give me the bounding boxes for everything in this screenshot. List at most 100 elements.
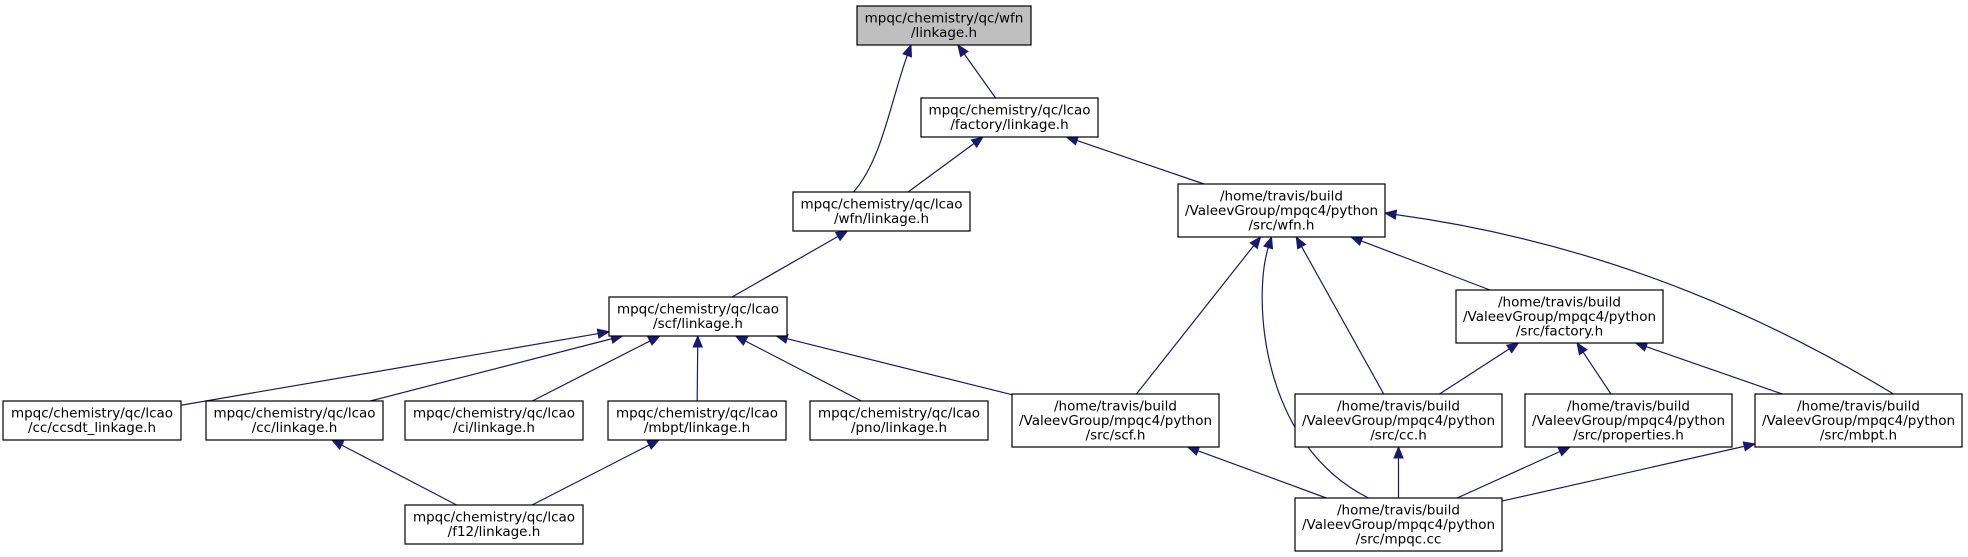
node-cc_linkage[interactable]: mpqc/chemistry/qc/lcao/cc/linkage.h	[205, 400, 384, 441]
node-label-line: /ValeevGroup/mpqc4/python	[1302, 413, 1495, 429]
node-label-line: /home/travis/build	[1220, 188, 1343, 204]
node-label-line: /src/mbpt.h	[1820, 427, 1897, 443]
node-box	[607, 400, 787, 441]
node-label-line: mpqc/chemistry/qc/lcao	[413, 510, 575, 526]
edge-lcao_wfn_linkage-to-lcao_factory_linkage	[907, 136, 985, 193]
edge-py_mpqc-to-py_properties	[1456, 446, 1572, 499]
node-label-line: mpqc/chemistry/qc/lcao	[413, 406, 575, 422]
node-box	[205, 400, 384, 441]
edge-lcao_wfn_linkage-to-wfn_linkage	[853, 43, 912, 193]
edge-mbpt_linkage-to-lcao_scf_linkage	[692, 334, 703, 402]
edge-py_scf-to-py_wfn	[1135, 235, 1262, 395]
node-label-line: /home/travis/build	[1567, 398, 1690, 414]
node-label-line: /home/travis/build	[1054, 398, 1177, 414]
node-box	[2, 400, 182, 441]
edge-py_properties-to-py_factory	[1576, 341, 1612, 395]
edge-py_mpqc-to-py_scf	[1186, 446, 1327, 499]
node-label-line: /pno/linkage.h	[851, 420, 947, 436]
edge-cc_linkage-to-lcao_scf_linkage	[370, 333, 624, 402]
node-py_wfn[interactable]: /home/travis/build/ValeevGroup/mpqc4/pyt…	[1177, 183, 1386, 238]
node-label-line: /mbpt/linkage.h	[644, 420, 750, 436]
node-label-line: /factory/linkage.h	[950, 117, 1068, 133]
edge-py_mbpt-to-py_wfn	[1383, 209, 1894, 395]
edge-py_scf-to-lcao_scf_linkage	[774, 333, 1013, 396]
node-label-line: mpqc/chemistry/qc/wfn	[865, 11, 1024, 27]
node-py_mpqc[interactable]: /home/travis/build/ValeevGroup/mpqc4/pyt…	[1294, 497, 1503, 552]
node-wfn_linkage[interactable]: mpqc/chemistry/qc/wfn/linkage.h	[856, 5, 1032, 46]
node-box	[1455, 289, 1664, 344]
node-ccsdt_linkage[interactable]: mpqc/chemistry/qc/lcao/cc/ccsdt_linkage.…	[2, 400, 182, 441]
node-box	[1754, 393, 1963, 448]
node-mbpt_linkage[interactable]: mpqc/chemistry/qc/lcao/mbpt/linkage.h	[607, 400, 787, 441]
node-box	[792, 191, 971, 232]
node-box	[920, 97, 1099, 138]
node-label-line: /home/travis/build	[1797, 398, 1920, 414]
node-ci_linkage[interactable]: mpqc/chemistry/qc/lcao/ci/linkage.h	[404, 400, 584, 441]
edge-ci_linkage-to-lcao_scf_linkage	[531, 335, 661, 402]
node-box	[1011, 393, 1220, 448]
edge-py_wfn-to-lcao_factory_linkage	[1065, 135, 1205, 185]
node-label-line: /f12/linkage.h	[448, 524, 541, 540]
node-lcao_factory_linkage[interactable]: mpqc/chemistry/qc/lcao/factory/linkage.h	[920, 97, 1099, 138]
node-lcao_scf_linkage[interactable]: mpqc/chemistry/qc/lcao/scf/linkage.h	[608, 296, 788, 337]
node-label-line: mpqc/chemistry/qc/lcao	[800, 197, 962, 213]
node-label-line: mpqc/chemistry/qc/lcao	[11, 406, 173, 422]
node-box	[404, 504, 584, 545]
edge-lcao_scf_linkage-to-lcao_wfn_linkage	[731, 230, 849, 298]
nodes-layer: mpqc/chemistry/qc/wfn/linkage.hmpqc/chem…	[2, 5, 1963, 552]
node-py_cc[interactable]: /home/travis/build/ValeevGroup/mpqc4/pyt…	[1294, 393, 1503, 448]
node-label-line: /src/wfn.h	[1248, 217, 1314, 233]
node-box	[1294, 393, 1503, 448]
edge-py_mbpt-to-py_factory	[1634, 341, 1783, 395]
node-label-line: /ValeevGroup/mpqc4/python	[1185, 203, 1378, 219]
node-label-line: mpqc/chemistry/qc/lcao	[818, 406, 980, 422]
node-label-line: /ValeevGroup/mpqc4/python	[1532, 413, 1725, 429]
edge-py_factory-to-py_wfn	[1349, 236, 1491, 291]
node-label-line: /cc/linkage.h	[252, 420, 338, 436]
edge-py_cc-to-py_factory	[1439, 342, 1520, 395]
node-label-line: mpqc/chemistry/qc/lcao	[928, 103, 1090, 119]
node-label-line: /home/travis/build	[1337, 398, 1460, 414]
node-label-line: /ci/linkage.h	[453, 420, 535, 436]
node-py_mbpt[interactable]: /home/travis/build/ValeevGroup/mpqc4/pyt…	[1754, 393, 1963, 448]
edge-py_cc-to-py_wfn	[1295, 235, 1385, 395]
node-py_factory[interactable]: /home/travis/build/ValeevGroup/mpqc4/pyt…	[1455, 289, 1664, 344]
node-box	[404, 400, 584, 441]
node-label-line: /src/mpqc.cc	[1356, 531, 1442, 547]
node-label-line: /linkage.h	[911, 25, 977, 41]
node-label-line: /home/travis/build	[1498, 294, 1621, 310]
node-box	[809, 400, 989, 441]
edge-py_mpqc-to-py_cc	[1393, 445, 1404, 498]
node-label-line: mpqc/chemistry/qc/lcao	[616, 406, 778, 422]
node-label-line: /src/properties.h	[1573, 427, 1684, 443]
node-label-line: /scf/linkage.h	[653, 316, 743, 332]
node-box	[856, 5, 1032, 46]
node-label-line: /cc/ccsdt_linkage.h	[28, 420, 156, 436]
node-label-line: /wfn/linkage.h	[834, 211, 929, 227]
node-label-line: /ValeevGroup/mpqc4/python	[1019, 413, 1212, 429]
edge-py_mpqc-to-py_mbpt	[1501, 441, 1757, 502]
node-label-line: mpqc/chemistry/qc/lcao	[213, 406, 375, 422]
edge-py_mpqc-to-py_wfn	[1261, 235, 1369, 499]
node-lcao_wfn_linkage[interactable]: mpqc/chemistry/qc/lcao/wfn/linkage.h	[792, 191, 971, 232]
node-label-line: /src/scf.h	[1086, 427, 1146, 443]
node-box	[1294, 497, 1503, 552]
node-pno_linkage[interactable]: mpqc/chemistry/qc/lcao/pno/linkage.h	[809, 400, 989, 441]
node-label-line: /home/travis/build	[1337, 502, 1460, 518]
node-box	[608, 296, 788, 337]
edge-ccsdt_linkage-to-lcao_scf_linkage	[180, 328, 611, 406]
edge-lcao_factory_linkage-to-wfn_linkage	[957, 43, 997, 99]
node-py_scf[interactable]: /home/travis/build/ValeevGroup/mpqc4/pyt…	[1011, 393, 1220, 448]
node-label-line: /ValeevGroup/mpqc4/python	[1302, 517, 1495, 533]
edge-f12_linkage-to-mbpt_linkage	[531, 439, 661, 506]
node-box	[1524, 393, 1733, 448]
node-label-line: /src/cc.h	[1370, 427, 1427, 443]
node-label-line: /ValeevGroup/mpqc4/python	[1762, 413, 1955, 429]
node-box	[1177, 183, 1386, 238]
node-label-line: mpqc/chemistry/qc/lcao	[617, 302, 779, 318]
node-f12_linkage[interactable]: mpqc/chemistry/qc/lcao/f12/linkage.h	[404, 504, 584, 545]
edge-f12_linkage-to-cc_linkage	[330, 439, 457, 506]
node-py_properties[interactable]: /home/travis/build/ValeevGroup/mpqc4/pyt…	[1524, 393, 1733, 448]
node-label-line: /src/factory.h	[1516, 323, 1603, 339]
